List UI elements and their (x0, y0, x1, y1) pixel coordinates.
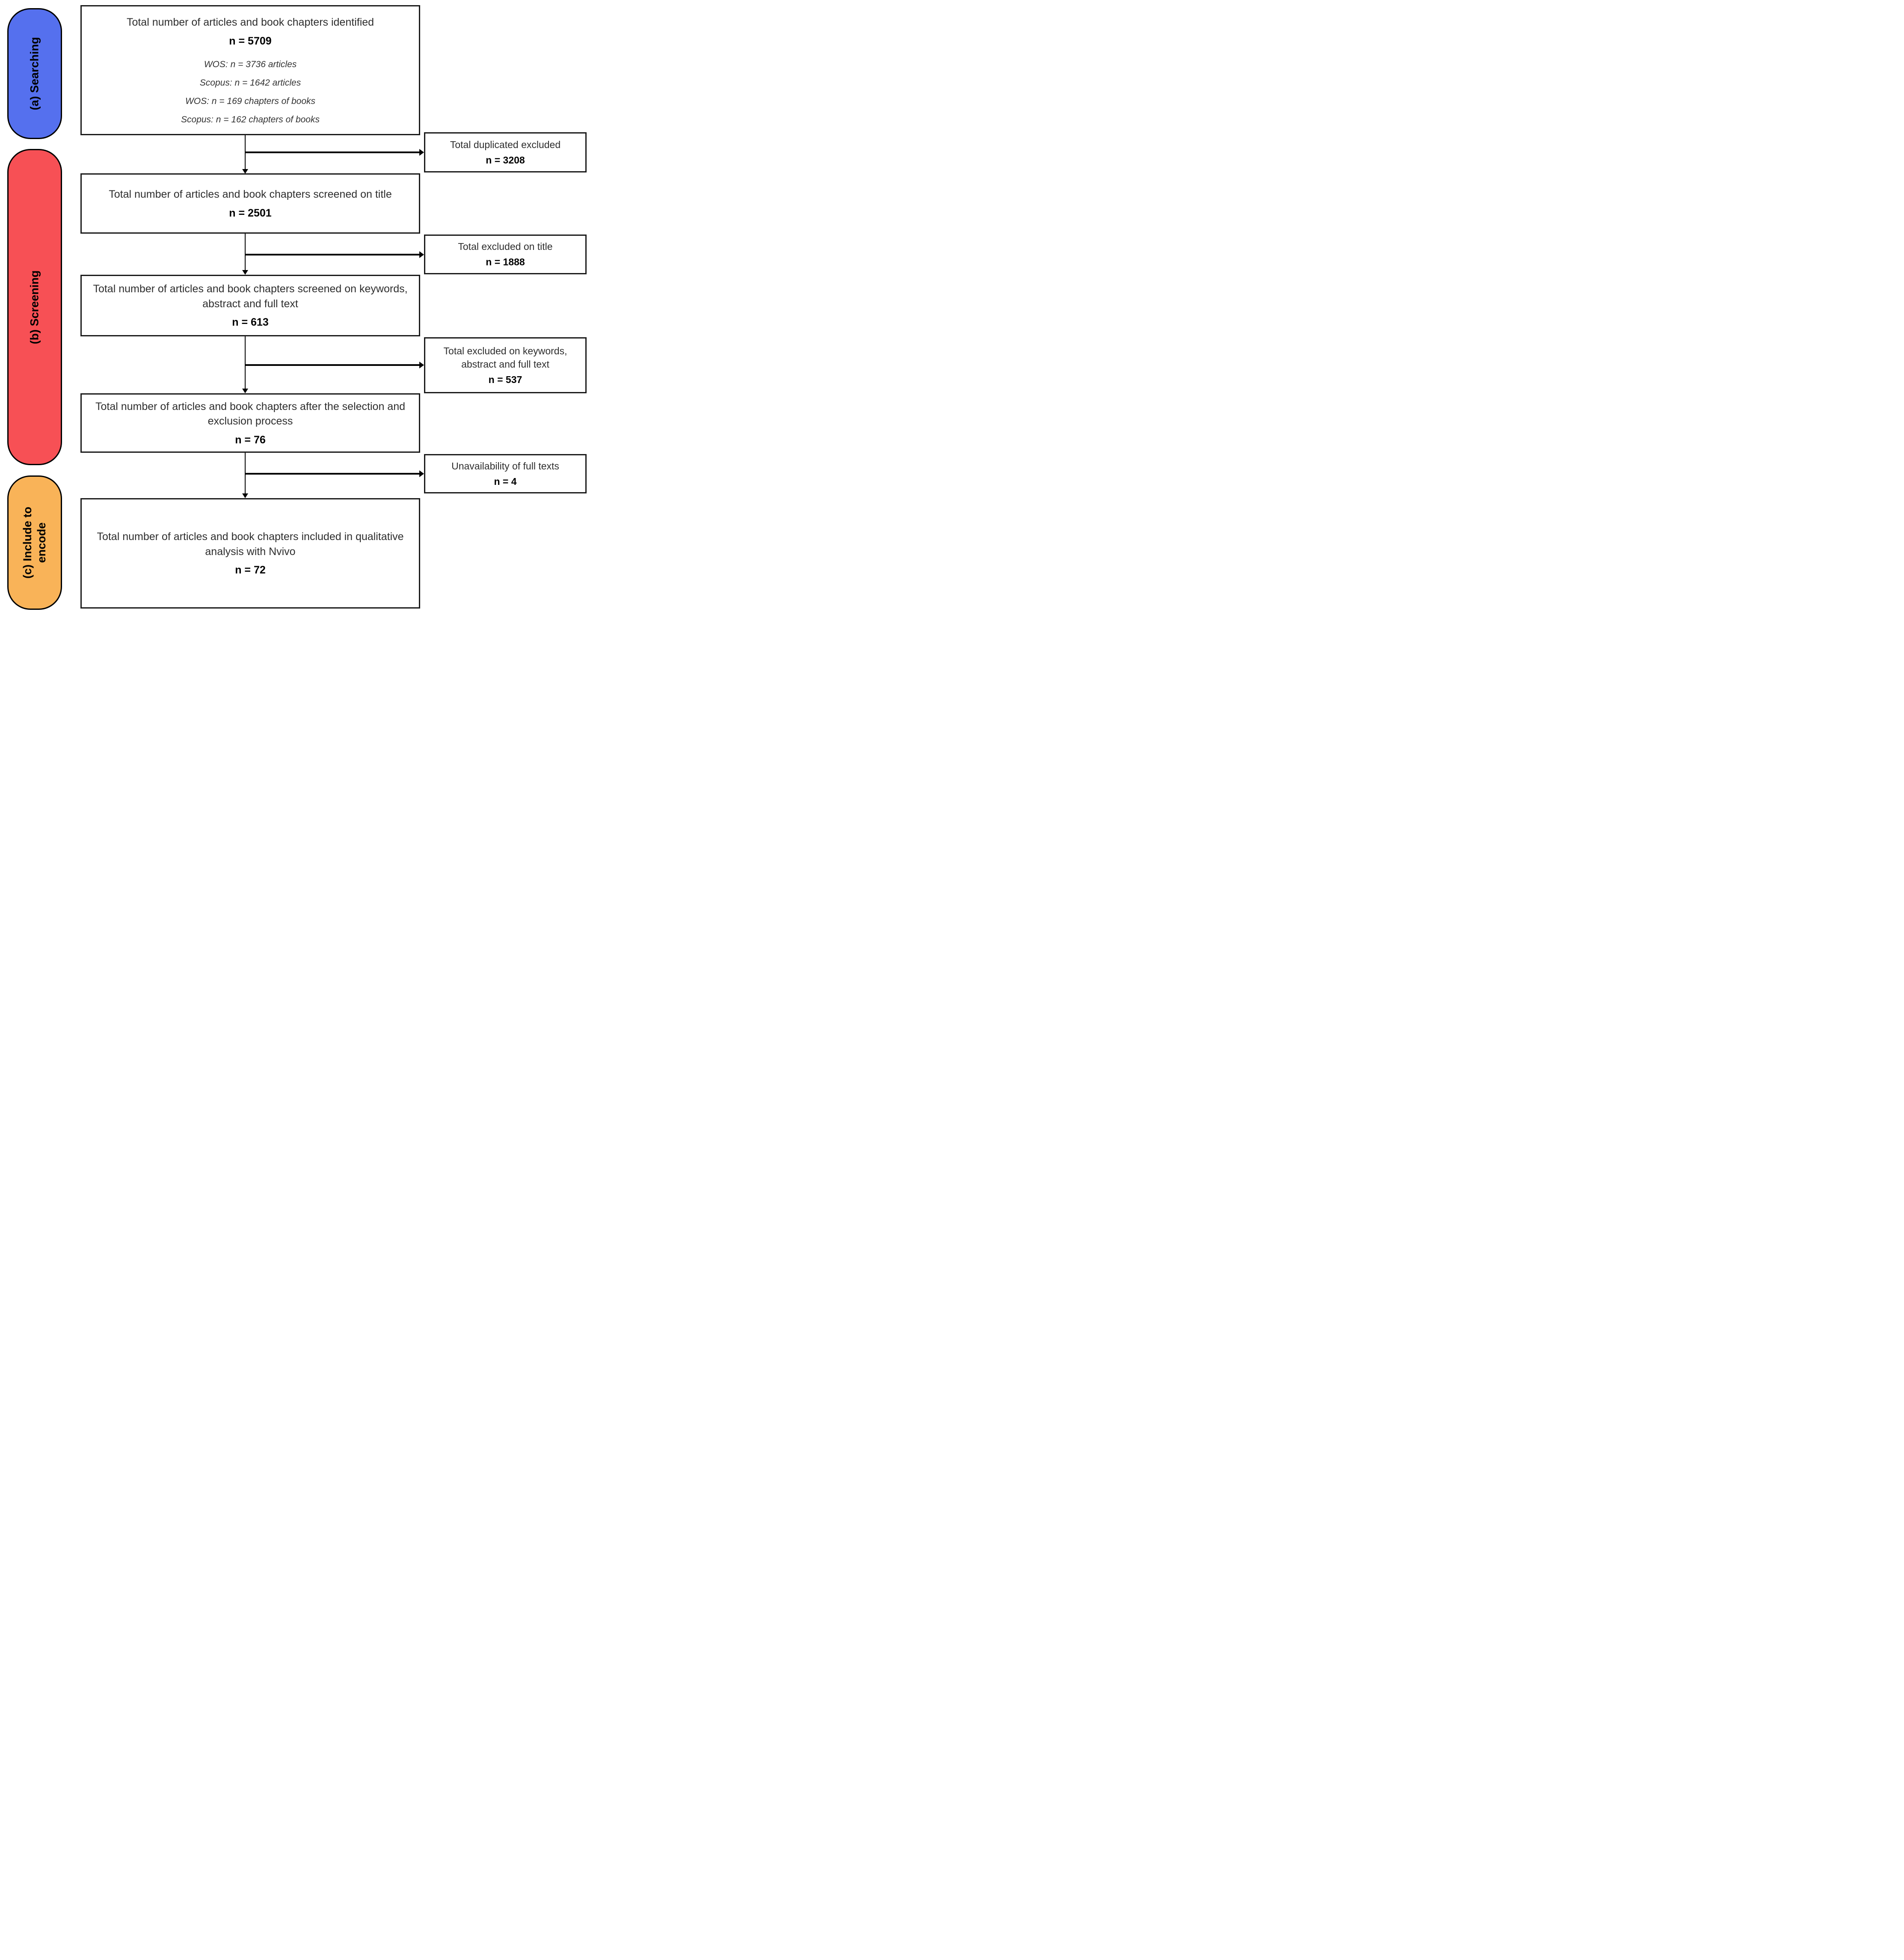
stage-pill-screening-label: (b) Screening (28, 270, 41, 344)
flow-box-identified-count: n = 5709 (229, 35, 272, 47)
side-box-full-text-unavailable-title: Unavailability of full texts (451, 460, 559, 472)
flow-box-included-count: n = 72 (235, 564, 266, 576)
arrow-right-to-duplicates-excluded (245, 149, 424, 156)
side-box-excluded-on-title-title: Total excluded on title (458, 241, 553, 252)
side-box-duplicates-excluded-count: n = 3208 (486, 154, 525, 166)
detail-line-scopus-articles: Scopus: n = 1642 articles (199, 77, 301, 88)
flow-box-after-selection-title: Total number of articles and book chapte… (95, 400, 406, 428)
arrow-right-icon (419, 362, 424, 368)
side-box-excluded-on-keywords-title: Total excluded on keywords, abstract and… (443, 345, 567, 370)
arrow-right-icon (419, 470, 424, 477)
flow-box-after-selection-count: n = 76 (235, 434, 266, 446)
arrow-down-screened-keywords-to-after-selection (242, 336, 248, 393)
arrow-down-icon (242, 270, 248, 275)
stage-pill-searching: (a) Searching (7, 8, 62, 139)
flow-box-included-title: Total number of articles and book chapte… (97, 531, 404, 558)
arrow-right-icon (419, 251, 424, 258)
side-box-excluded-on-title: Total excluded on title n = 1888 (424, 235, 587, 274)
arrow-right-to-full-text-unavailable (245, 470, 424, 477)
side-box-duplicates-excluded-title: Total duplicated excluded (450, 139, 561, 150)
flow-box-screened-keywords: Total number of articles and book chapte… (80, 275, 420, 336)
flow-box-after-selection: Total number of articles and book chapte… (80, 393, 420, 453)
flow-box-screened-title-count: n = 2501 (229, 207, 272, 219)
flow-box-included: Total number of articles and book chapte… (80, 498, 420, 609)
flow-box-screened-title-title: Total number of articles and book chapte… (109, 188, 392, 200)
arrow-shaft (245, 364, 420, 366)
arrow-down-screened-title-to-screened-keywords (242, 234, 248, 275)
arrow-down-icon (242, 493, 248, 498)
detail-line-scopus-chapters: Scopus: n = 162 chapters of books (181, 114, 320, 125)
flow-box-identified: Total number of articles and book chapte… (80, 5, 420, 135)
arrow-right-to-excluded-on-title (245, 251, 424, 258)
side-box-full-text-unavailable: Unavailability of full texts n = 4 (424, 454, 587, 493)
arrow-shaft (245, 336, 246, 389)
arrow-down-icon (242, 169, 248, 174)
arrow-down-icon (242, 389, 248, 393)
detail-line-wos-chapters: WOS: n = 169 chapters of books (185, 96, 316, 106)
stage-pill-searching-label: (a) Searching (28, 37, 41, 110)
side-box-duplicates-excluded: Total duplicated excluded n = 3208 (424, 132, 587, 172)
arrow-right-icon (419, 149, 424, 156)
arrow-shaft (245, 254, 420, 255)
stage-pill-include-to-encode: (c) Include to encode (7, 475, 62, 610)
arrow-shaft (245, 234, 246, 271)
side-box-excluded-on-title-count: n = 1888 (486, 256, 525, 268)
stage-pill-screening: (b) Screening (7, 149, 62, 465)
flow-box-screened-title: Total number of articles and book chapte… (80, 173, 420, 234)
arrow-shaft (245, 151, 420, 153)
flow-box-identified-title: Total number of articles and book chapte… (126, 16, 374, 28)
side-box-full-text-unavailable-count: n = 4 (494, 475, 517, 487)
stage-pill-include-to-encode-label: (c) Include to encode (21, 507, 48, 579)
side-box-excluded-on-keywords: Total excluded on keywords, abstract and… (424, 337, 587, 393)
prisma-flow-diagram: (a) Searching (b) Screening (c) Include … (0, 0, 595, 612)
flow-box-screened-keywords-title: Total number of articles and book chapte… (93, 283, 408, 310)
side-box-excluded-on-keywords-count: n = 537 (488, 374, 522, 385)
arrow-right-to-excluded-on-keywords (245, 362, 424, 368)
flow-box-screened-keywords-count: n = 613 (232, 316, 269, 329)
arrow-shaft (245, 473, 420, 475)
detail-line-wos-articles: WOS: n = 3736 articles (204, 59, 297, 69)
flow-box-identified-details: WOS: n = 3736 articles Scopus: n = 1642 … (181, 55, 320, 129)
